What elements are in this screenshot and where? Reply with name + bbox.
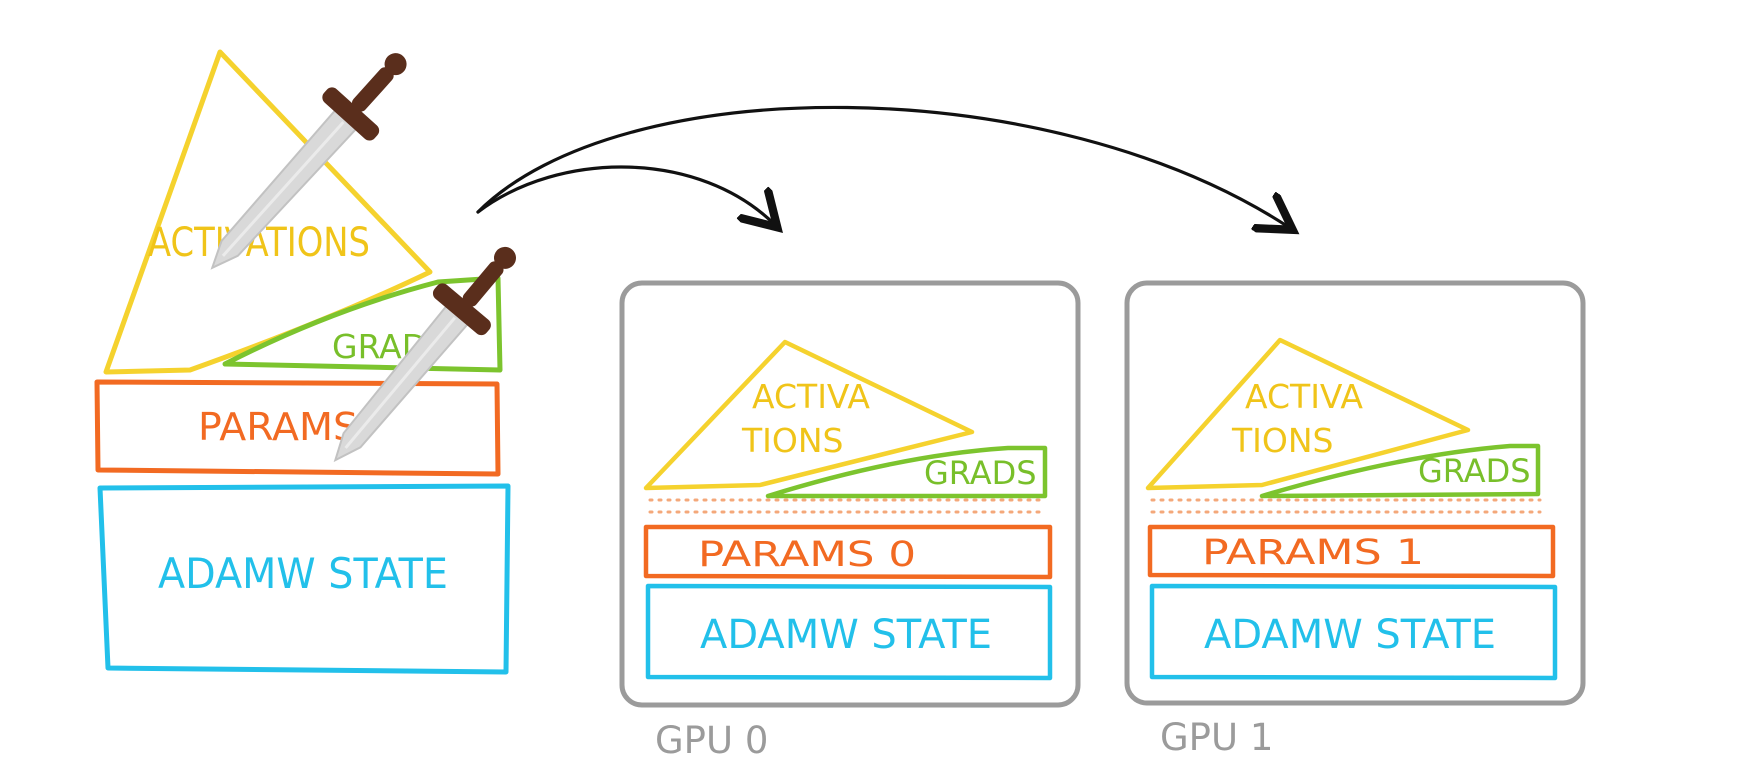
sharded-memory-dots — [1150, 498, 1542, 514]
unsharded-adamw-label: ADAMW STATE — [158, 549, 448, 598]
gpu-0-label: GPU 0 — [655, 719, 768, 762]
gpu1-grads-label: GRADS — [1418, 452, 1531, 490]
gpu1-activations-line2: TIONS — [1231, 421, 1334, 460]
params-box — [1147, 524, 1556, 579]
grads-triangle — [765, 445, 1048, 499]
unsharded-params-label: PARAMS — [198, 405, 358, 449]
gpu-frame — [619, 280, 1081, 708]
gpu0-adamw-label: ADAMW STATE — [700, 612, 992, 658]
gpu1-params-label: PARAMS 1 — [1202, 533, 1424, 573]
arrow-icon — [476, 105, 1290, 228]
gpu-0-node: ACTIVA TIONS GRADS PARAMS 0 ADAMW STATE — [619, 280, 1081, 708]
dagger-icon — [333, 246, 516, 463]
unsharded-model-state: ACTIVATIONS GRAD PARAMS ADAMW STATE — [94, 49, 511, 675]
dagger-icon — [210, 53, 407, 270]
gpu-frame — [1124, 280, 1586, 706]
activations-triangle — [1145, 337, 1471, 491]
gpu0-grads-label: GRADS — [924, 454, 1037, 492]
grads-triangle — [222, 275, 503, 373]
adamw-state-box — [97, 483, 511, 675]
gpu-1-node: ACTIVA TIONS GRADS PARAMS 1 ADAMW STATE — [1124, 280, 1586, 706]
gpu0-params-label: PARAMS 0 — [698, 535, 916, 575]
params-box — [643, 524, 1053, 580]
adamw-state-box — [645, 583, 1053, 681]
grads-triangle — [1259, 443, 1541, 499]
sharded-memory-dots — [648, 498, 1042, 514]
gpu0-activations-line2: TIONS — [741, 421, 844, 460]
gpu-1-label: GPU 1 — [1160, 716, 1273, 759]
params-box — [94, 379, 501, 477]
activations-triangle — [643, 339, 975, 491]
adamw-state-box — [1149, 583, 1558, 681]
gpu0-activations-line1: ACTIVA — [752, 377, 870, 416]
arrow-icon — [476, 165, 775, 225]
gpu1-adamw-label: ADAMW STATE — [1204, 612, 1496, 658]
gpu1-activations-line1: ACTIVA — [1245, 377, 1363, 416]
